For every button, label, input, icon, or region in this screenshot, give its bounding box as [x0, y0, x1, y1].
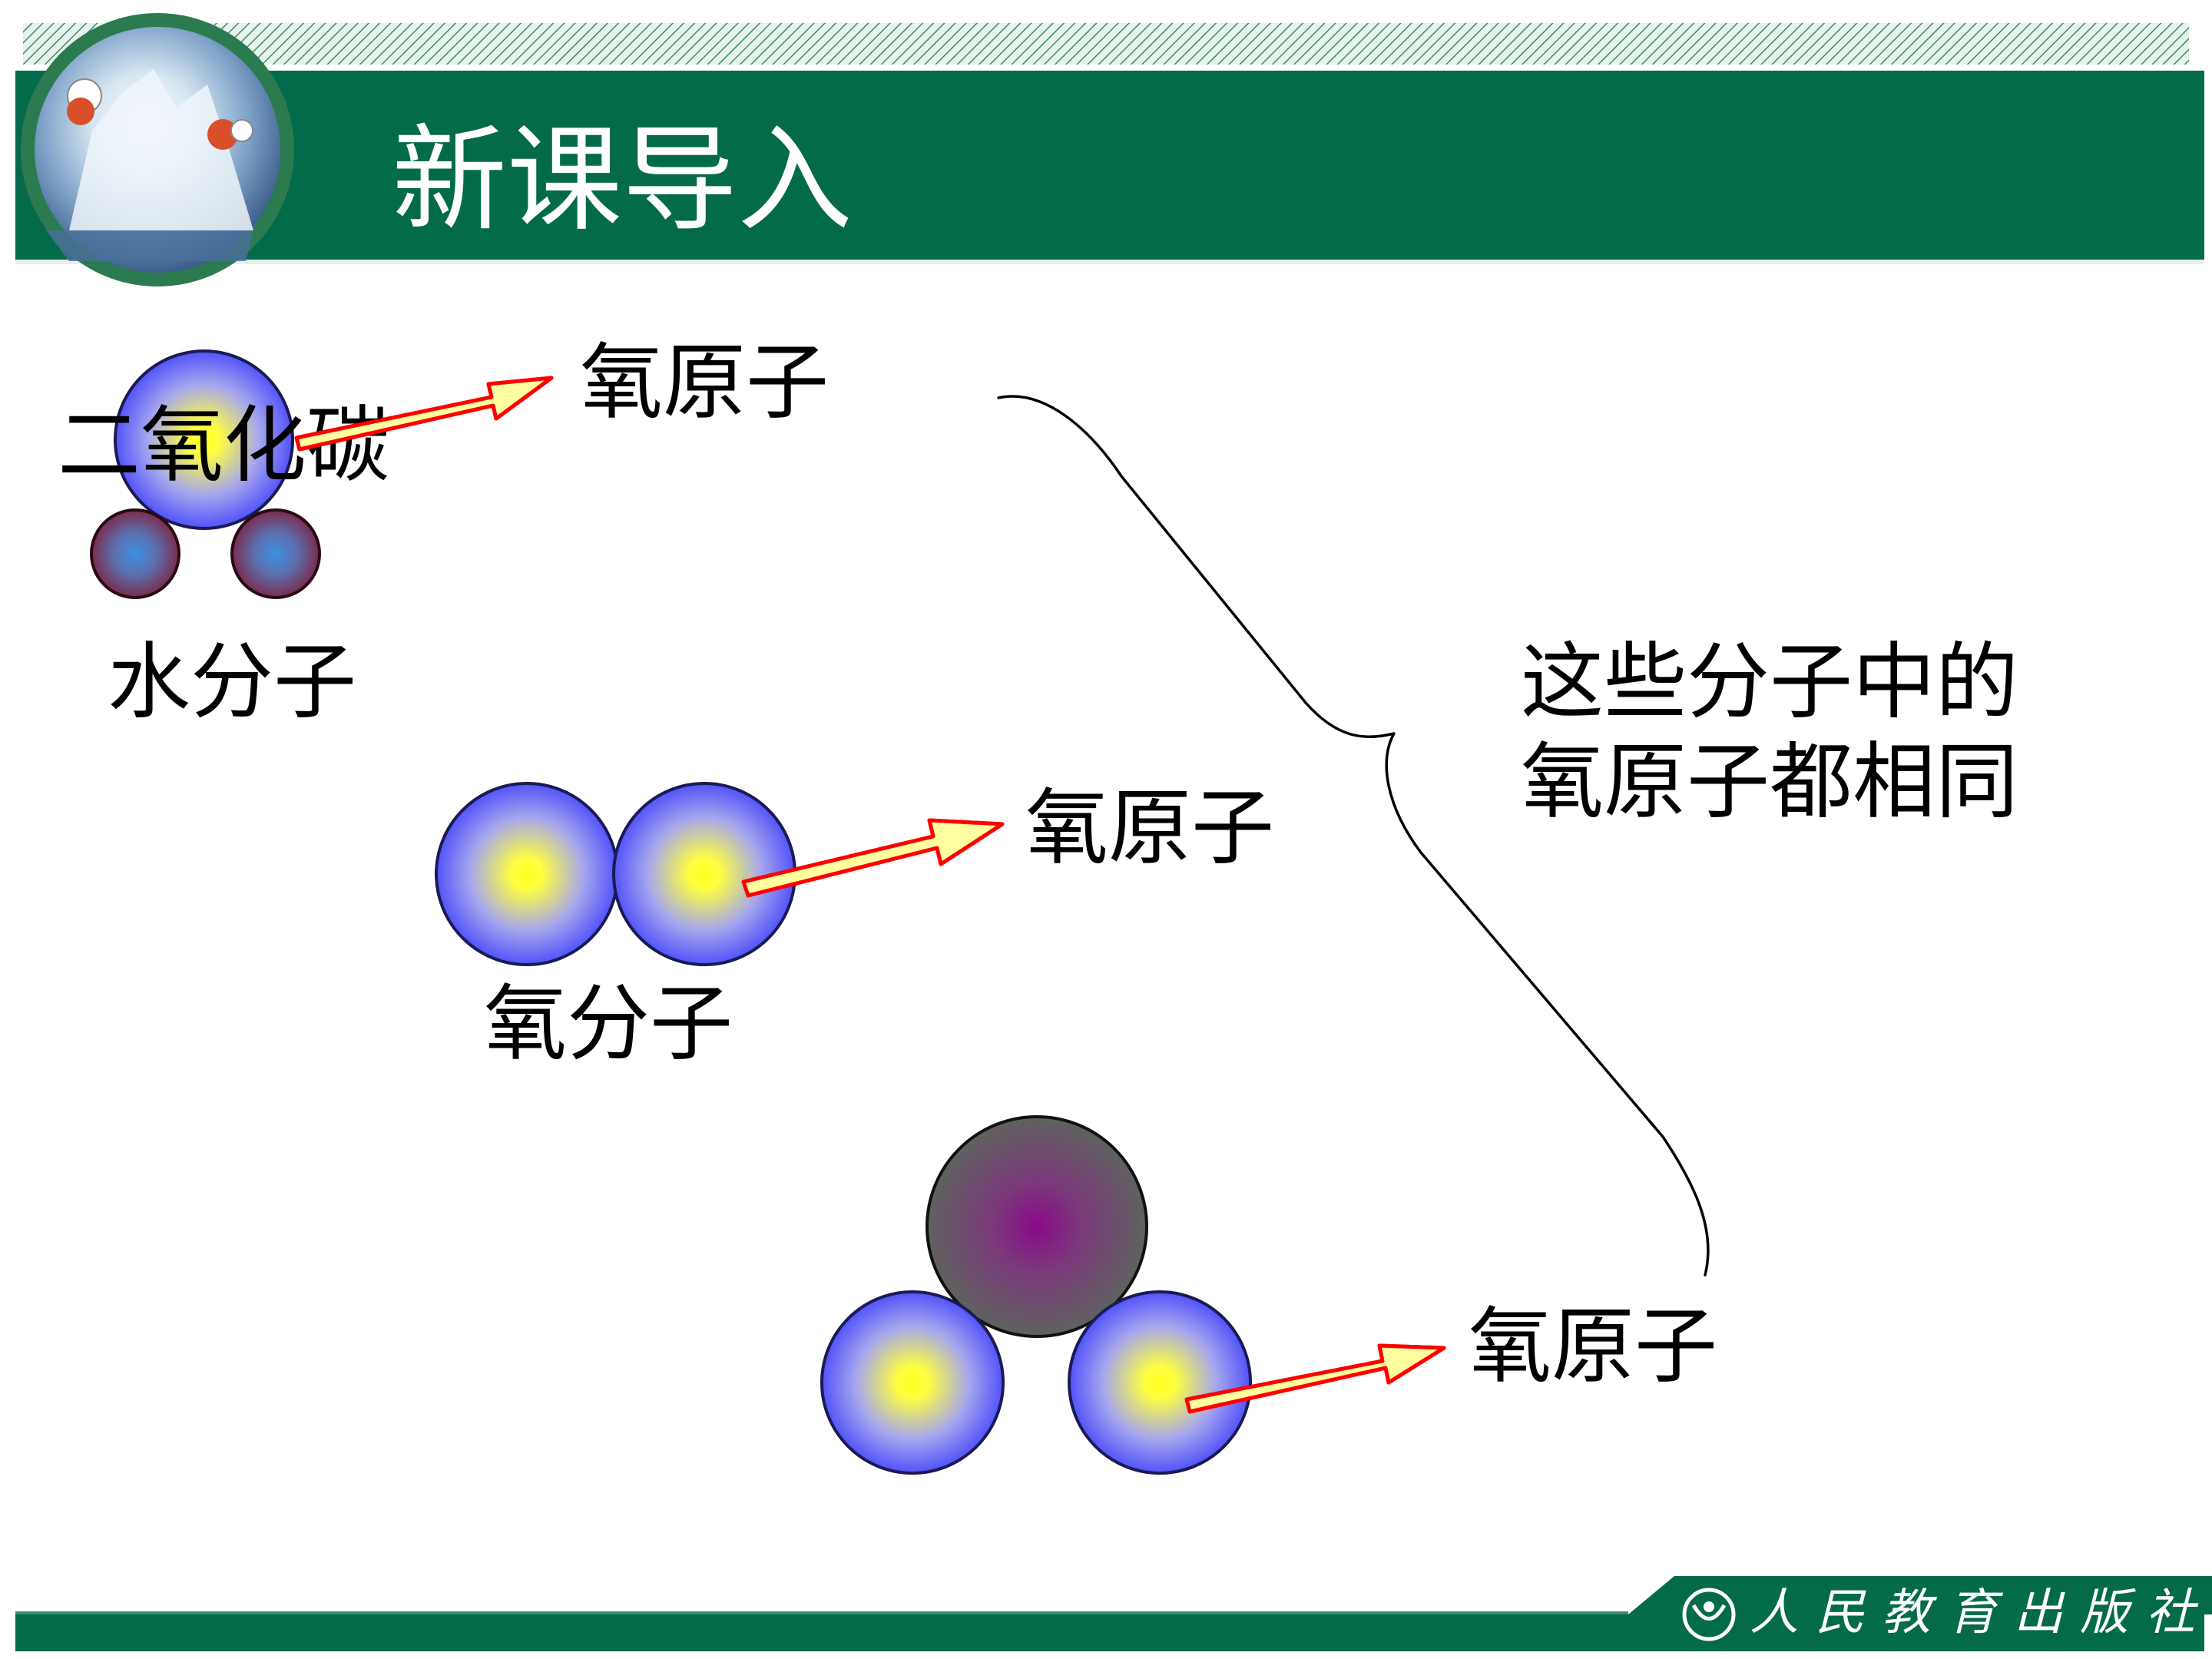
co2-oxygen-atom-label: 氧原子: [1469, 1299, 1718, 1395]
footer-band: [15, 1576, 2212, 1651]
oxygen-atom-left: [435, 782, 619, 966]
carbon-atom: [926, 1115, 1148, 1338]
co2-oxygen-atom-left: [820, 1290, 1005, 1475]
oxygen-atom-right: [612, 782, 796, 966]
conclusion-line-1: 这些分子中的: [1521, 634, 2019, 730]
water-hydrogen-atom-left: [90, 508, 180, 599]
co2-oxygen-atom-right: [1068, 1290, 1252, 1475]
oxygen-molecule-label: 氧分子: [484, 976, 733, 1072]
publisher-logo-icon: [1682, 1588, 1736, 1641]
water-oxygen-atom: [114, 349, 294, 530]
water-hydrogen-atom-right: [230, 508, 321, 599]
conclusion-line-2: 氧原子都相同: [1521, 734, 2019, 830]
header-globe-icon: [21, 13, 294, 286]
curly-brace: [997, 395, 1710, 1277]
water-overlay-label: 二氧化碳: [58, 398, 390, 494]
page-title: 新课导入: [392, 114, 853, 247]
water-oxygen-atom-label: 氧原子: [580, 335, 830, 431]
oxygen-molecule-atom-label: 氧原子: [1025, 780, 1275, 876]
header-band: [15, 13, 2204, 286]
publisher-name: 人民教育出版社: [1750, 1584, 2212, 1641]
water-molecule-label: 水分子: [108, 634, 357, 730]
